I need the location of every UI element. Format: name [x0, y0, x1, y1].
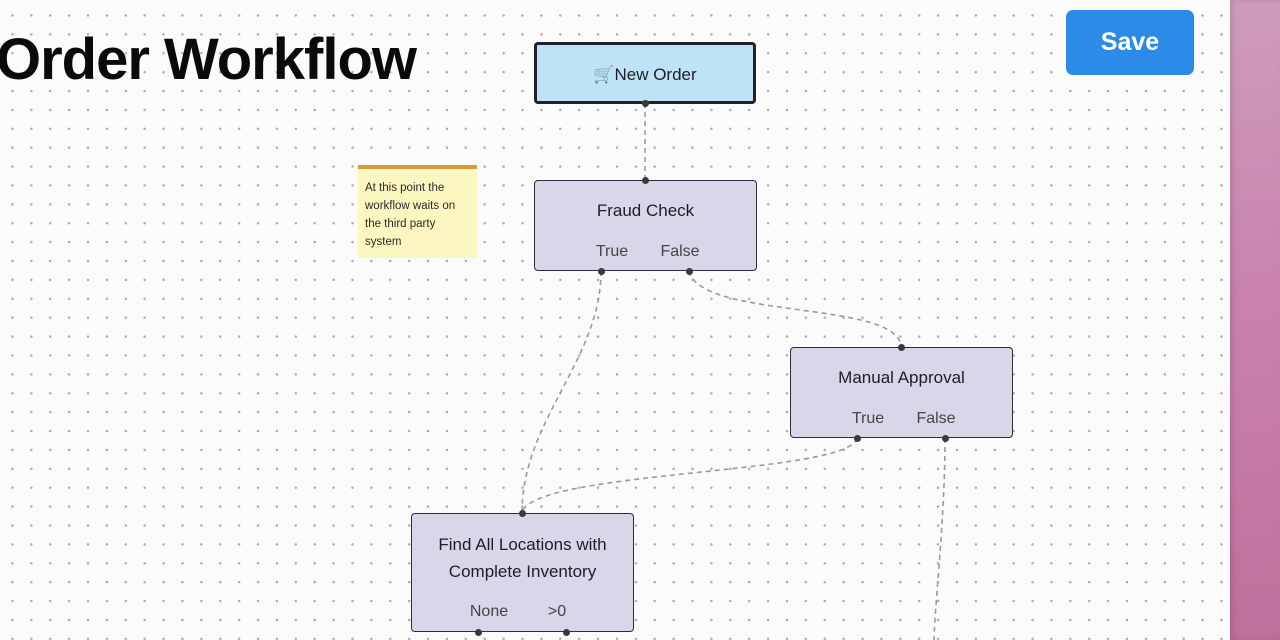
node-new-order-label: 🛒New Order	[593, 65, 697, 84]
port-label-false: False	[660, 243, 700, 260]
node-new-order[interactable]: 🛒New Order	[534, 42, 756, 104]
handle-find-locations-none[interactable]	[474, 628, 482, 636]
port-label-none: None	[469, 603, 509, 620]
edge-manual-false-down	[933, 437, 946, 640]
page-title: Order Workflow	[0, 27, 417, 92]
handle-new-order-out[interactable]	[641, 99, 649, 107]
node-fraud-check[interactable]: Fraud Check True False	[534, 180, 757, 271]
sticky-note[interactable]: At this point the workflow waits on the …	[358, 165, 477, 258]
handle-find-locations-gt-zero[interactable]	[562, 628, 570, 636]
edge-fraud-true-to-find-locations	[521, 270, 602, 514]
connections-layer	[521, 103, 946, 640]
side-panel	[1230, 0, 1280, 640]
edge-fraud-false-to-manual-approval	[688, 270, 902, 348]
handle-manual-approval-in[interactable]	[897, 343, 905, 351]
handle-manual-approval-false[interactable]	[941, 434, 949, 442]
node-find-locations[interactable]: Find All Locations with Complete Invento…	[411, 513, 634, 632]
handle-fraud-check-true[interactable]	[597, 267, 605, 275]
port-label-true: True	[595, 243, 629, 260]
port-label-false: False	[916, 410, 956, 427]
sticky-note-text: At this point the workflow waits on the …	[365, 182, 456, 248]
node-fraud-check-label: Fraud Check	[596, 201, 695, 220]
port-label-gt-zero: >0	[547, 603, 567, 620]
handle-manual-approval-true[interactable]	[853, 434, 861, 442]
edge-manual-true-to-find-locations	[521, 437, 858, 514]
port-label-true: True	[851, 410, 885, 427]
node-manual-approval[interactable]: Manual Approval True False	[790, 347, 1013, 438]
node-find-locations-label: Find All Locations with Complete Invento…	[438, 535, 607, 581]
handle-find-locations-in[interactable]	[518, 509, 526, 517]
handle-fraud-check-false[interactable]	[685, 267, 693, 275]
save-button[interactable]: Save	[1066, 10, 1194, 75]
node-manual-approval-label: Manual Approval	[838, 368, 965, 387]
workflow-canvas[interactable]: Order Workflow Save At this point the wo…	[0, 0, 1230, 640]
handle-fraud-check-in[interactable]	[641, 176, 649, 184]
